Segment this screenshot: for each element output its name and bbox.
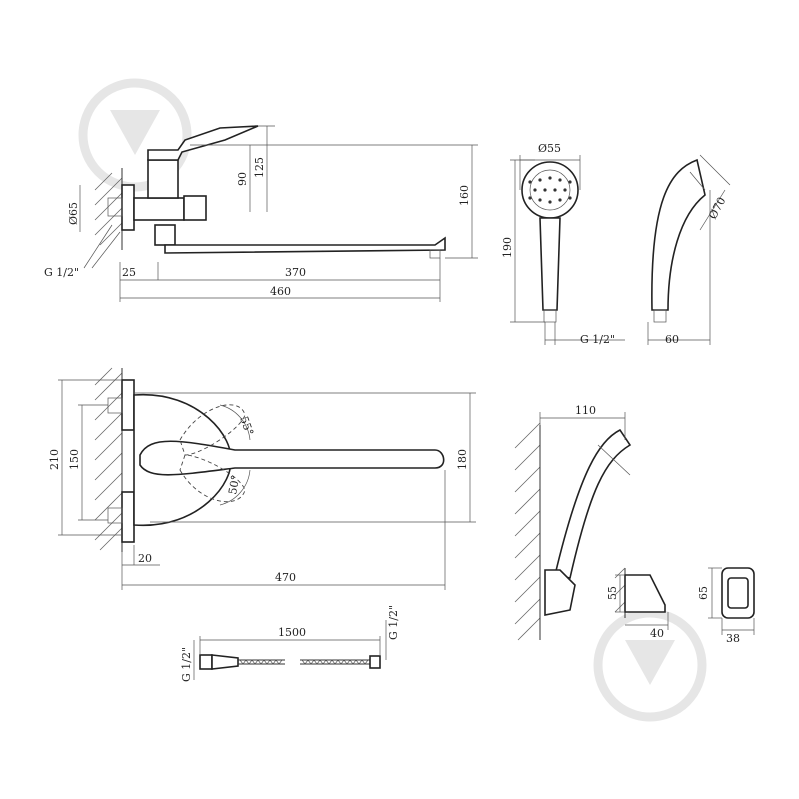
dim-55: 55 [606,586,619,600]
dim-25: 25 [122,266,136,279]
holder-detail: 55 40 65 38 [606,567,755,645]
mixer-top-view: Ø65 G 1/2" 25 370 460 90 125 160 [44,125,478,302]
dim-160: 160 [458,185,471,206]
dim-thread-g-half-right: G 1/2" [387,605,400,640]
dim-370: 370 [285,266,306,279]
angle-55: 55° [237,415,256,438]
mixer-front-view: 210 150 20 470 180 55° 50° [48,367,476,590]
dim-1500: 1500 [278,626,306,639]
dim-thread-g-half: G 1/2" [580,333,615,346]
hand-shower-side: Ø70 60 [647,154,731,346]
dim-thread-g-half-left: G 1/2" [180,647,193,682]
dim-diameter-55: Ø55 [538,142,561,155]
wall-hatch [514,422,541,641]
dim-90: 90 [236,172,249,186]
dim-210: 210 [48,449,61,470]
angle-50: 50° [226,474,242,495]
wall-hatch [94,367,123,552]
dim-150: 150 [68,449,81,470]
holder-side-view: 110 [514,404,632,641]
dim-180: 180 [456,449,469,470]
dim-60: 60 [665,333,679,346]
dim-diameter-70: Ø70 [706,195,728,221]
hand-shower-front: Ø55 190 G 1/2" [501,142,625,346]
dim-thread-g-half: G 1/2" [44,266,79,279]
dim-125: 125 [253,157,266,178]
shower-hose: 1500 G 1/2" G 1/2" [180,605,400,682]
dim-190: 190 [501,237,514,258]
dim-460: 460 [270,285,291,298]
dim-38: 38 [726,632,740,645]
watermark-logo-icon [593,608,707,722]
dim-65: 65 [697,586,710,600]
dim-470: 470 [275,571,296,584]
dim-110: 110 [575,404,596,417]
watermark-logo-icon [78,78,192,192]
dim-diameter-65: Ø65 [67,202,80,225]
dim-40: 40 [650,627,664,640]
dim-20: 20 [138,552,152,565]
